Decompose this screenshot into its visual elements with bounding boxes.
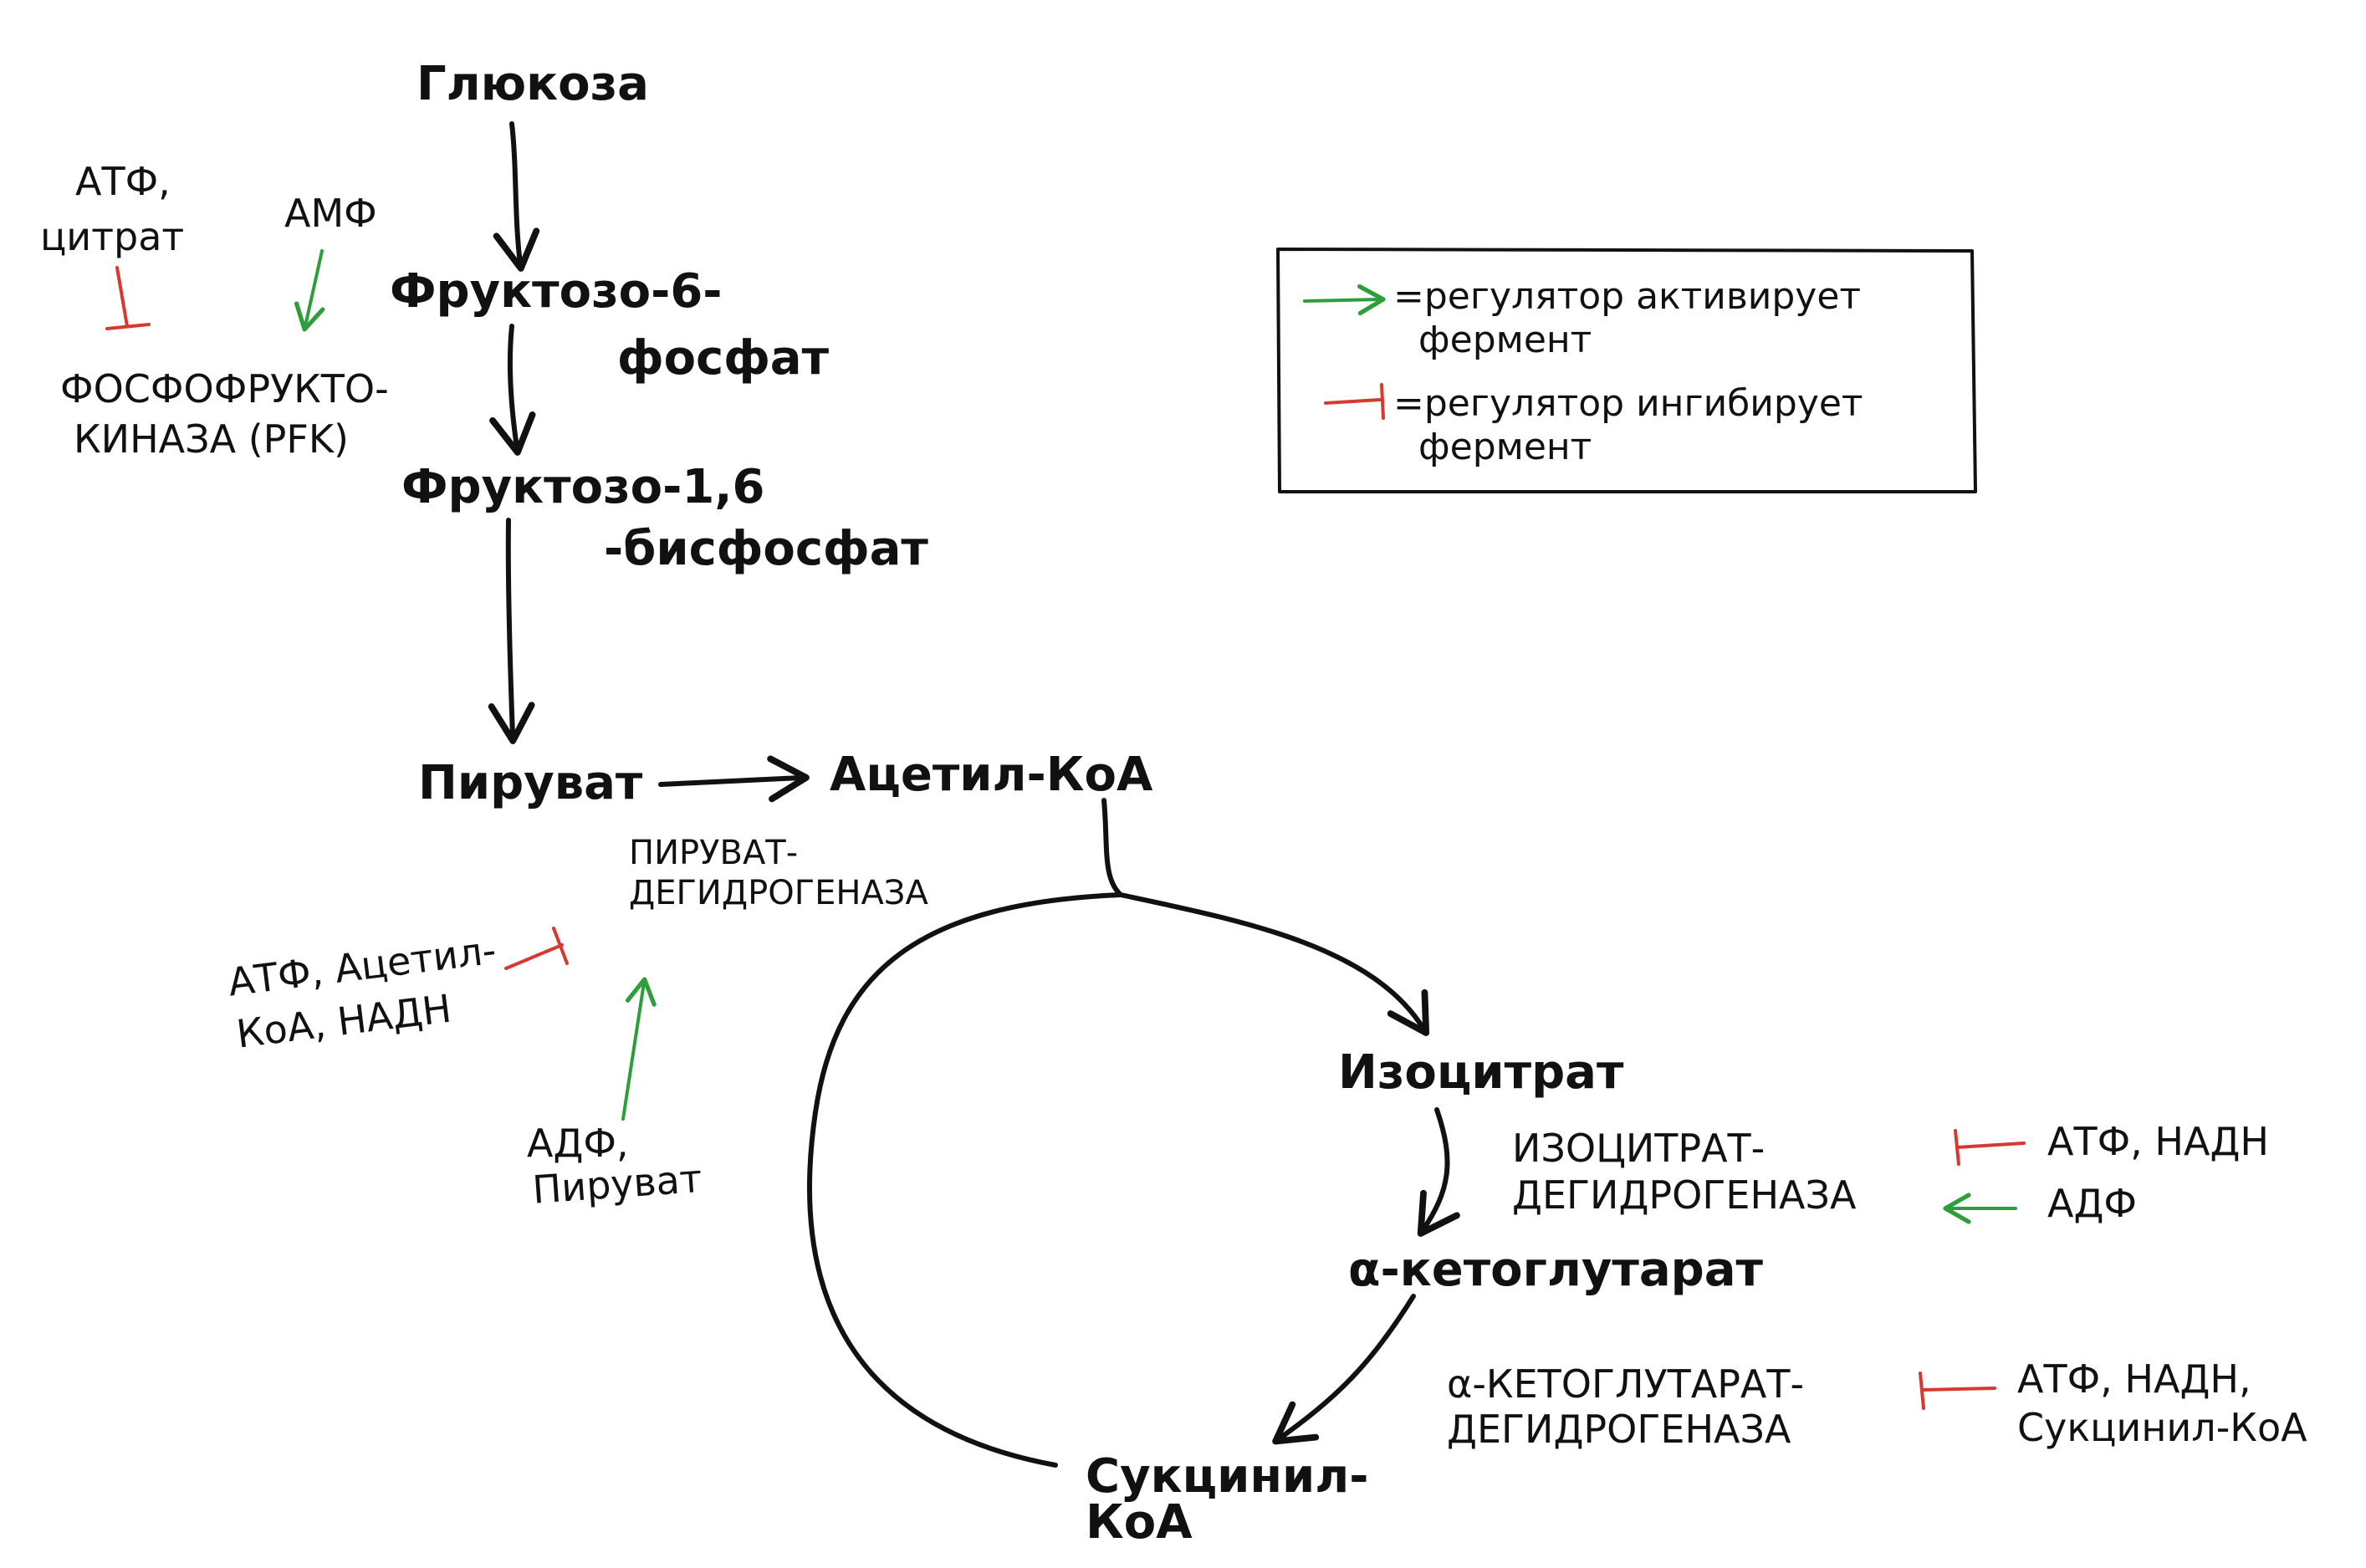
pfk-activator: АМФ [284, 191, 377, 236]
pdh-inhibition-bar [552, 927, 569, 965]
metabolite-glucose: Глюкоза [416, 57, 649, 111]
enzyme-akgdh-line1: α-КЕТОГЛУТАРАТ- [1447, 1361, 1805, 1407]
enzyme-pfk-line2: КИНАЗА (PFK) [74, 416, 349, 462]
enzyme-idh-line2: ДЕГИДРОГЕНАЗА [1512, 1172, 1857, 1218]
arrow-isocitrate-to-akg [1417, 1107, 1460, 1237]
metabolite-f6p-line1: Фруктозо-6- [390, 264, 723, 319]
metabolite-succinyl-coa-line2: КоА [1086, 1495, 1193, 1550]
pfk-inhibition-bar [105, 323, 151, 330]
legend-activation-line2: фермент [1418, 319, 1592, 361]
idh-activator: АДФ [2047, 1181, 2138, 1226]
pfk-inhibitor-line2: цитрат [40, 214, 185, 259]
enzyme-akgdh-line2: ДЕГИДРОГЕНАЗА [1447, 1407, 1791, 1452]
enzyme-pdh-line1: ПИРУВАТ- [629, 834, 799, 872]
arrow-f6p-to-f16bp [489, 324, 536, 456]
legend-inhibition-line1: =регулятор ингибирует [1393, 382, 1863, 425]
pdh-activation-arrow [621, 977, 657, 1121]
pdh-activator-line1: АДФ, [527, 1121, 629, 1166]
metabolite-f6p-line2: фосфат [617, 331, 830, 386]
cycle-loop [807, 892, 1123, 1468]
pfk-activation-arrow [294, 249, 325, 332]
legend-inhibition-line [1324, 398, 1382, 405]
enzyme-pfk-line1: ФОСФОФРУКТО- [60, 366, 389, 411]
metabolite-f16bp-line2: -бисфосфат [604, 522, 928, 576]
pdh-inhibition-line [504, 943, 564, 970]
metabolite-acetyl-coa: Ацетил-КоА [830, 748, 1153, 802]
pfk-inhibition-line [115, 266, 129, 328]
arrow-glucose-to-f6p [493, 121, 540, 272]
arrow-akg-to-succinylcoa [1272, 1294, 1416, 1445]
idh-inhibition-line [1955, 1142, 2026, 1149]
legend-inhibition-line2: фермент [1418, 426, 1592, 468]
enzyme-idh-line1: ИЗОЦИТРАТ- [1512, 1126, 1766, 1171]
pfk-inhibitor-line1: АТФ, [75, 159, 171, 204]
arrow-f16bp-to-pyruvate [488, 518, 535, 744]
akgdh-inhibition-line [1922, 1387, 1996, 1392]
arrow-acetylcoa-to-isocitrate [1118, 892, 1430, 1036]
legend-inhibition-bar [1380, 383, 1385, 420]
akgdh-inhibition-bar [1919, 1371, 1925, 1410]
enzyme-pdh-line2: ДЕГИДРОГЕНАЗА [629, 874, 928, 912]
arrow-acetylcoa-down [1101, 798, 1123, 897]
metabolite-pyruvate: Пируват [418, 756, 643, 810]
akgdh-inhibitor-line1: АТФ, НАДН, [2017, 1356, 2251, 1402]
legend-box [1276, 248, 1977, 493]
akgdh-inhibitor-line2: Сукцинил-КоА [2017, 1405, 2307, 1450]
arrow-pyruvate-to-acetylcoa [658, 755, 810, 803]
idh-inhibition-bar [1954, 1129, 1960, 1166]
metabolite-isocitrate: Изоцитрат [1338, 1045, 1624, 1100]
metabolite-succinyl-coa-line1: Сукцинил- [1086, 1449, 1369, 1504]
metabolite-akg: α-кетоглутарат [1348, 1243, 1763, 1297]
idh-inhibitor: АТФ, НАДН [2047, 1119, 2269, 1164]
legend-activation-arrow [1303, 283, 1386, 316]
legend-activation-line1: =регулятор активирует [1393, 275, 1862, 318]
metabolite-f16bp-line1: Фруктозо-1,6 [401, 460, 765, 514]
